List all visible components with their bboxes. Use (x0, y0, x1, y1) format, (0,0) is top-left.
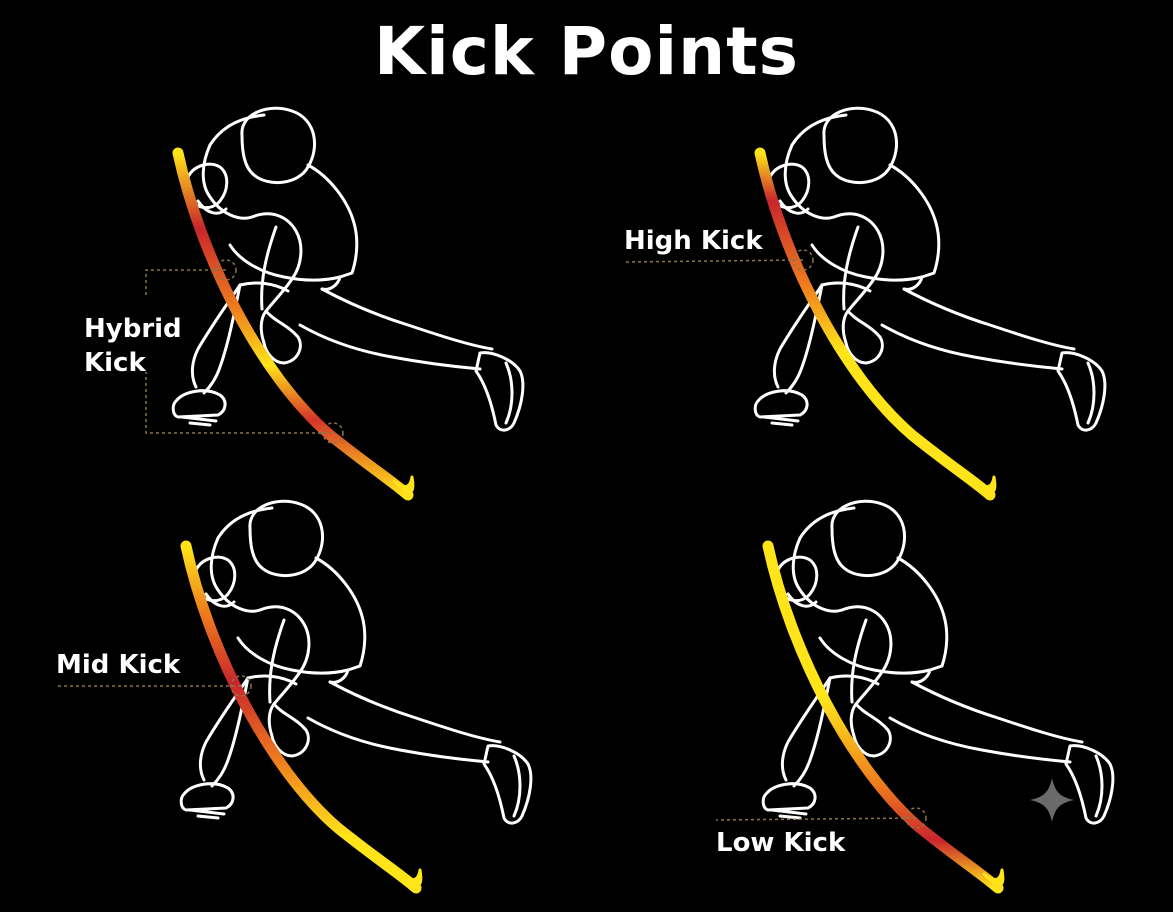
kick-point-leader-line (145, 269, 226, 296)
hybrid-kick-panel (145, 106, 525, 501)
low-kick-panel (715, 499, 1115, 894)
low-kick-label: Low Kick (716, 826, 845, 860)
kick-point-leader-line (145, 372, 333, 434)
kick-point-marker-icon (230, 675, 252, 697)
sparkle-watermark-icon (1030, 778, 1074, 822)
hockey-stick-blade (392, 475, 415, 494)
hockey-stick-shaft (754, 147, 996, 501)
hockey-stick-shaft (172, 147, 414, 501)
high-kick-label-text: High Kick (624, 226, 763, 256)
hockey-stick-blade (400, 868, 423, 887)
player-outline-icon (179, 499, 533, 825)
high-kick-label: High Kick (624, 224, 763, 258)
player-outline-icon (761, 499, 1115, 825)
page-title: Kick Points (374, 13, 799, 90)
hockey-stick-shaft (180, 540, 422, 894)
hockey-stick-blade (982, 868, 1005, 887)
mid-kick-label: Mid Kick (56, 648, 180, 682)
kick-point-marker-icon (905, 807, 927, 829)
hockey-stick-blade (974, 475, 997, 494)
kick-point-marker-icon (322, 422, 344, 444)
player-outline-icon (171, 106, 525, 432)
mid-kick-label-text: Mid Kick (56, 650, 181, 680)
hybrid-kick-label-line-2: Kick (84, 348, 146, 378)
player-outline-icon (753, 106, 1107, 432)
hybrid-kick-label: Hybrid Kick (84, 312, 182, 380)
hybrid-kick-label-line-1: Hybrid (84, 314, 182, 344)
kick-point-leader-line (625, 259, 804, 263)
low-kick-label-text: Low Kick (716, 828, 846, 858)
hockey-stick-shaft (762, 540, 1004, 894)
kick-point-marker-icon (215, 259, 237, 281)
kick-point-leader-line (715, 817, 917, 821)
kick-point-marker-icon (792, 249, 814, 271)
mid-kick-panel (56, 499, 533, 894)
high-kick-panel (625, 106, 1107, 501)
